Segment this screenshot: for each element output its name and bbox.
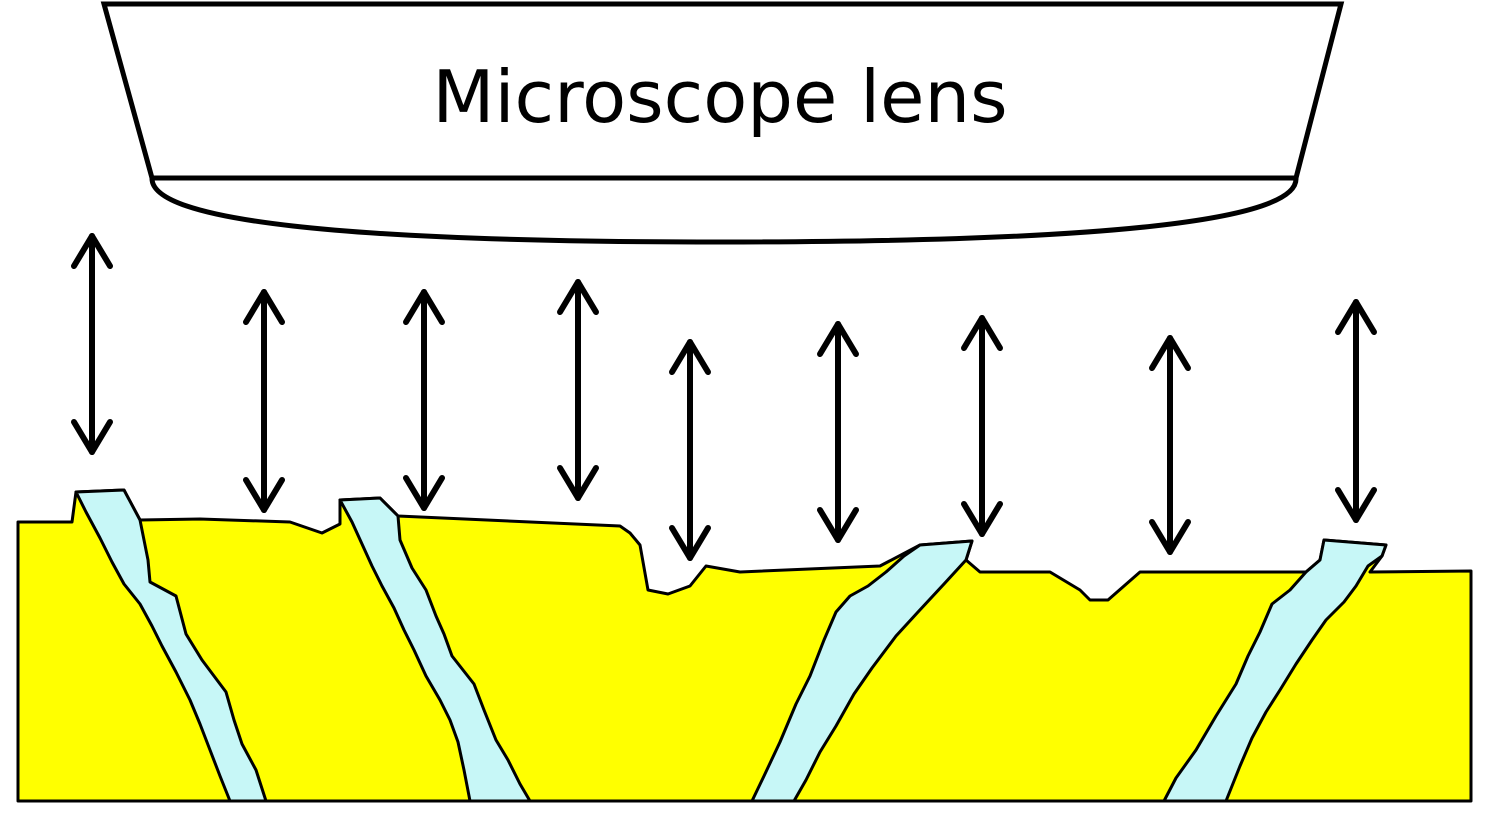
crack-2: [338, 496, 532, 803]
distance-arrows: [71, 233, 1377, 561]
crack-3: [750, 539, 974, 803]
double-arrow-1: [71, 233, 113, 455]
double-arrow-4: [557, 279, 599, 501]
double-arrow-5: [669, 339, 711, 561]
double-arrow-2: [243, 289, 285, 513]
double-arrow-3: [403, 289, 445, 511]
crack-1: [74, 488, 268, 803]
double-arrow-7: [961, 315, 1003, 537]
lens-curve: [149, 175, 1299, 245]
double-arrow-6: [817, 321, 859, 543]
double-arrow-9: [1335, 299, 1377, 523]
cracks: [74, 488, 1388, 803]
lens-label: Microscope lens: [432, 55, 1007, 139]
crack-4: [1162, 538, 1388, 803]
double-arrow-8: [1149, 335, 1191, 555]
microscope-lens: Microscope lens: [100, 1, 1345, 245]
